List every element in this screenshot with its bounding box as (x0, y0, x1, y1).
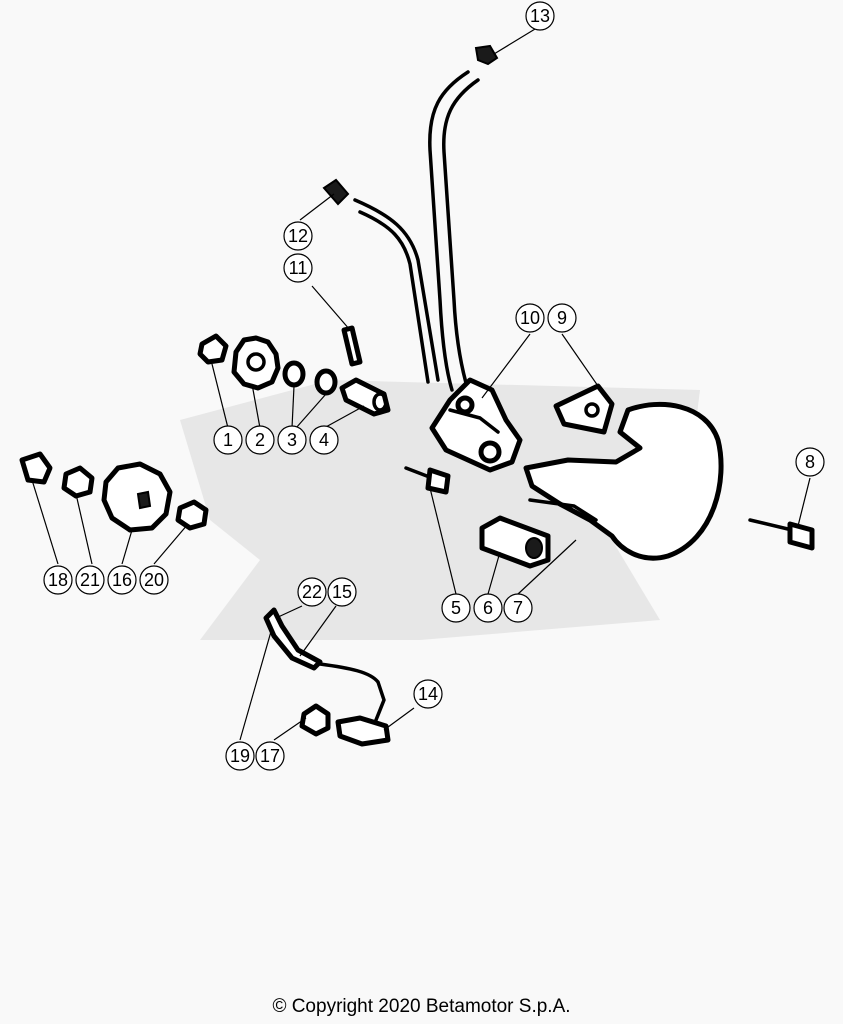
callout-9[interactable]: 9 (547, 303, 577, 333)
callout-20[interactable]: 20 (139, 565, 169, 595)
svg-text:11: 11 (289, 258, 308, 278)
nut-21[interactable] (61, 465, 95, 499)
washer-3a[interactable] (282, 360, 306, 388)
screw-5[interactable] (404, 466, 451, 495)
oil-tube-short[interactable] (353, 198, 440, 384)
svg-text:2: 2 (255, 430, 265, 450)
svg-text:13: 13 (530, 6, 550, 26)
oil-tube-long[interactable] (428, 70, 480, 392)
svg-text:7: 7 (513, 598, 523, 618)
callouts: 1 2 3 4 5 6 7 8 9 10 11 12 13 14 15 16 1… (43, 1, 825, 771)
svg-text:10: 10 (520, 308, 540, 328)
svg-text:22: 22 (302, 582, 322, 602)
svg-text:21: 21 (80, 570, 100, 590)
pin-11[interactable] (341, 325, 363, 367)
gear-16[interactable] (101, 461, 173, 533)
callout-22[interactable]: 22 (297, 577, 327, 607)
svg-text:19: 19 (230, 746, 250, 766)
svg-text:9: 9 (557, 308, 567, 328)
callout-5[interactable]: 5 (441, 593, 471, 623)
callout-6[interactable]: 6 (473, 593, 503, 623)
svg-text:17: 17 (260, 746, 280, 766)
callout-19[interactable]: 19 (225, 741, 255, 771)
nut-1[interactable] (197, 333, 229, 365)
svg-text:15: 15 (332, 582, 352, 602)
callout-1[interactable]: 1 (213, 425, 243, 455)
cable-15[interactable] (318, 662, 386, 734)
svg-text:12: 12 (288, 226, 308, 246)
svg-text:6: 6 (483, 598, 493, 618)
svg-text:20: 20 (144, 570, 164, 590)
watermark (180, 380, 700, 640)
callout-15[interactable]: 15 (327, 577, 357, 607)
callout-21[interactable]: 21 (75, 565, 105, 595)
copyright-text: © Copyright 2020 Betamotor S.p.A. (272, 996, 571, 1017)
callout-12[interactable]: 12 (283, 221, 313, 251)
callout-11[interactable]: 11 (283, 253, 313, 283)
callout-14[interactable]: 14 (413, 679, 443, 709)
callout-8[interactable]: 8 (795, 447, 825, 477)
callout-16[interactable]: 16 (107, 565, 137, 595)
callout-13[interactable]: 13 (525, 1, 555, 31)
svg-text:1: 1 (223, 430, 233, 450)
svg-text:16: 16 (112, 570, 132, 590)
fitting-14[interactable] (335, 715, 391, 747)
oil-pump-body[interactable] (429, 377, 523, 473)
tube-clip-12[interactable] (322, 178, 350, 206)
callout-18[interactable]: 18 (43, 565, 73, 595)
tube-clip-13[interactable] (474, 44, 499, 66)
shaft-4[interactable] (339, 377, 391, 417)
screw-8[interactable] (748, 518, 815, 551)
callout-10[interactable]: 10 (515, 303, 545, 333)
svg-text:4: 4 (319, 430, 329, 450)
svg-text:8: 8 (805, 452, 815, 472)
pump-bracket-plate[interactable] (553, 383, 615, 435)
callout-3[interactable]: 3 (277, 425, 307, 455)
pump-cover[interactable] (523, 401, 724, 561)
svg-text:3: 3 (287, 430, 297, 450)
clamp-18[interactable] (19, 451, 53, 485)
nut-20[interactable] (175, 499, 209, 531)
nut-17[interactable] (299, 703, 331, 737)
callout-17[interactable]: 17 (255, 741, 285, 771)
bracket-19[interactable] (263, 607, 323, 671)
svg-text:5: 5 (451, 598, 461, 618)
callout-2[interactable]: 2 (245, 425, 275, 455)
gear-2[interactable] (231, 335, 281, 391)
callout-7[interactable]: 7 (503, 593, 533, 623)
callout-4[interactable]: 4 (309, 425, 339, 455)
washer-3b[interactable] (314, 368, 338, 396)
spacer-6[interactable] (479, 515, 551, 569)
leader-lines (31, 25, 811, 741)
svg-text:18: 18 (48, 570, 68, 590)
svg-text:14: 14 (418, 684, 438, 704)
